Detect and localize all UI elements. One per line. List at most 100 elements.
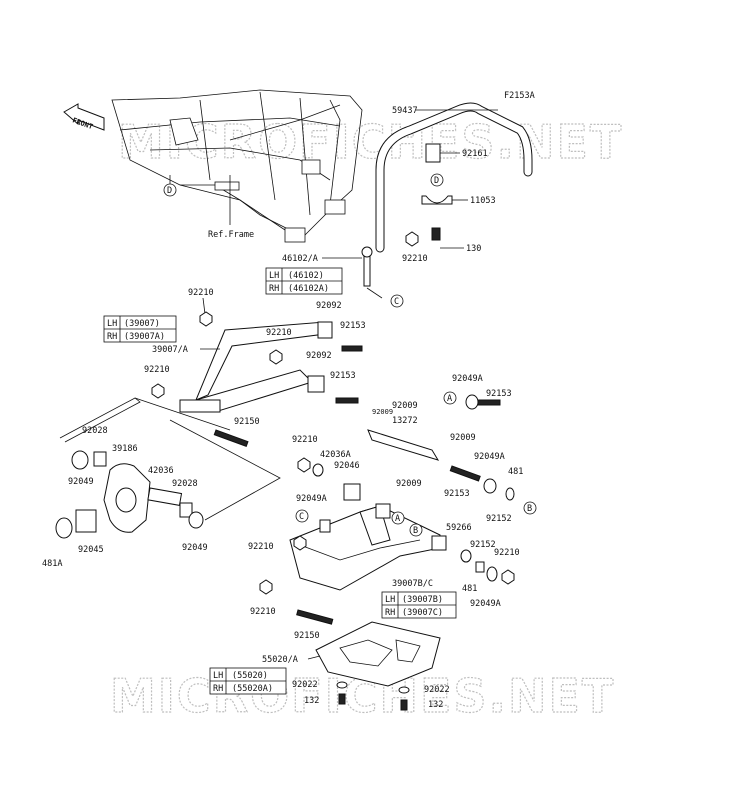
nut-92210-f (501, 569, 515, 585)
table-46102: LH (46102) RH (46102A) (265, 267, 343, 295)
label-92049a-a: 92049A (452, 374, 483, 384)
label-42036a: 42036A (320, 450, 351, 460)
bolt-92153-a (341, 345, 363, 352)
link-rod-46102 (361, 246, 383, 299)
svg-text:C: C (299, 512, 304, 522)
svg-text:RH: RH (269, 284, 279, 294)
label-481a: 481A (42, 559, 62, 569)
svg-text:LH: LH (107, 319, 117, 329)
svg-text:LH: LH (269, 271, 279, 281)
label-39007a: 39007/A (152, 345, 188, 355)
bearing-92045 (75, 509, 97, 533)
washer-92022-b (398, 686, 410, 694)
bolt-92150-b (296, 609, 334, 625)
label-92153-d: 92153 (444, 489, 470, 499)
washer-92022-a (336, 681, 348, 689)
callout-d-frame: D (163, 183, 177, 197)
svg-text:B: B (413, 526, 418, 536)
svg-text:RH: RH (213, 684, 223, 694)
label-92046: 92046 (334, 461, 360, 471)
label-481-b: 481 (462, 584, 477, 594)
ref-frame-label: Ref.Frame (208, 230, 254, 240)
callout-c-arm: C (295, 509, 309, 523)
label-92092-a: 92092 (316, 301, 342, 311)
bushing-92046 (343, 483, 361, 501)
plate-13272 (367, 429, 440, 461)
label-92210-a: 92210 (188, 288, 214, 298)
label-92210-top: 92210 (402, 254, 428, 264)
nut-92210-top (405, 231, 419, 247)
label-92009-a: 92009 (392, 401, 418, 411)
label-92153-c: 92153 (486, 389, 512, 399)
label-59266: 59266 (446, 523, 472, 533)
label-13272: 13272 (392, 416, 418, 426)
circlip-481a (55, 517, 73, 539)
label-92210-f: 92210 (494, 548, 520, 558)
svg-text:(39007C): (39007C) (402, 608, 443, 618)
label-92028-b: 92028 (172, 479, 198, 489)
stabilizer-bar (375, 102, 533, 253)
bolt-92153-b (335, 397, 359, 404)
label-92210-g: 92210 (250, 607, 276, 617)
svg-text:(39007A): (39007A) (124, 332, 165, 342)
label-39186: 39186 (112, 444, 138, 454)
callout-b-right: B (523, 501, 537, 515)
frame-drawing (111, 89, 363, 243)
label-92009-c: 92009 (396, 479, 422, 489)
label-132-a: 132 (304, 696, 319, 706)
svg-text:A: A (447, 394, 452, 404)
bolt-132-b (400, 699, 408, 711)
label-92049-a: 92049 (68, 477, 94, 487)
label-92210-d: 92210 (292, 435, 318, 445)
label-92152-b: 92152 (470, 540, 496, 550)
knuckle-outline (59, 397, 281, 521)
label-92049a-d: 92049A (470, 599, 501, 609)
callout-b-arm: B (409, 523, 423, 537)
lower-arm-39007b (289, 503, 447, 591)
bolt-130 (431, 227, 441, 241)
svg-text:LH: LH (385, 595, 395, 605)
table-55020: LH (55020) RH (55020A) (209, 667, 287, 695)
svg-text:(46102): (46102) (288, 271, 324, 281)
bolt-92153-c (477, 399, 501, 406)
bushing-92028-b (179, 502, 193, 518)
front-arrow-icon: FRONT (63, 103, 105, 131)
label-59437: 59437 (392, 106, 418, 116)
seal-92049-b (188, 511, 204, 529)
screw-92009-a: 92009 (372, 408, 393, 416)
svg-text:(55020A): (55020A) (232, 684, 273, 694)
nut-92210-d (297, 457, 311, 473)
label-92161: 92161 (462, 149, 488, 159)
label-92022-a: 92022 (292, 680, 318, 690)
callout-a-right: A (443, 391, 457, 405)
svg-text:(55020): (55020) (232, 671, 268, 681)
label-92210-b: 92210 (266, 328, 292, 338)
label-92092-b: 92092 (306, 351, 332, 361)
guard-55020 (315, 621, 441, 687)
svg-text:(46102A): (46102A) (288, 284, 329, 294)
label-92150-a: 92150 (234, 417, 260, 427)
callout-a-arm: A (391, 511, 405, 525)
svg-text:(39007): (39007) (124, 319, 160, 329)
seal-92049-a (71, 450, 89, 470)
label-92153-a: 92153 (340, 321, 366, 331)
label-92049a-c: 92049A (474, 452, 505, 462)
bolt-92150-a (213, 429, 249, 447)
bushing-92028-a (93, 451, 107, 467)
collar-42036 (147, 487, 183, 506)
label-481: 481 (508, 467, 523, 477)
svg-text:LH: LH (213, 671, 223, 681)
bracket-11053 (421, 195, 453, 205)
label-11053: 11053 (470, 196, 496, 206)
label-92022-b: 92022 (424, 685, 450, 695)
svg-text:RH: RH (107, 332, 117, 342)
label-55020a: 55020/A (262, 655, 298, 665)
figure-code: F2153A (504, 91, 535, 101)
nut-92210-g (259, 579, 273, 595)
label-92049a-b: 92049A (296, 494, 327, 504)
label-92028-a: 92028 (82, 426, 108, 436)
svg-text:C: C (394, 297, 399, 307)
svg-text:B: B (527, 504, 532, 514)
